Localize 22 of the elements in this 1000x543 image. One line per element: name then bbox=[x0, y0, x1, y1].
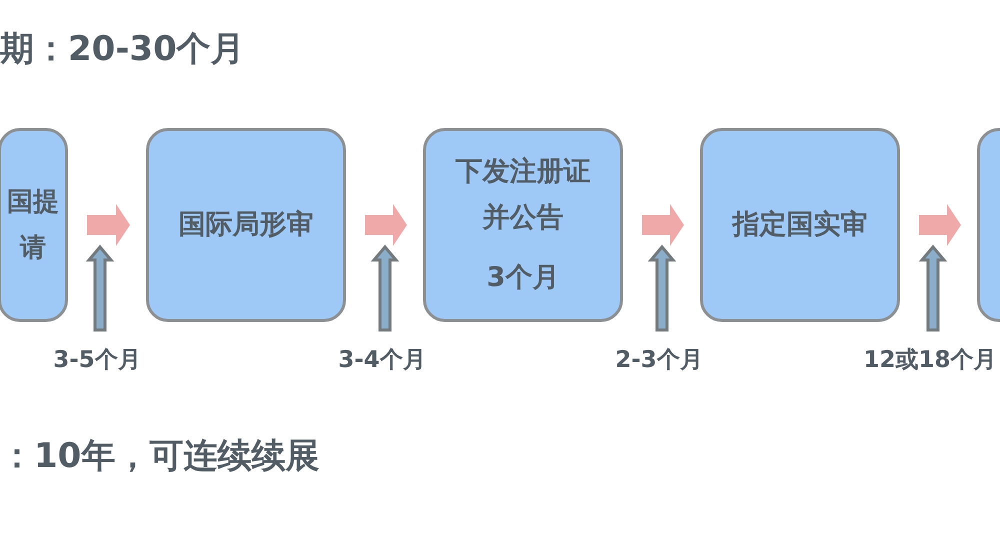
duration-label: 3-4个月 bbox=[338, 344, 426, 375]
duration-text: 3个月 bbox=[486, 261, 560, 295]
process-box bbox=[423, 128, 623, 322]
up-arrow bbox=[86, 244, 114, 332]
process-box bbox=[700, 128, 900, 322]
duration-label: 2-3个月 bbox=[615, 344, 703, 375]
duration-label: 3-5个月 bbox=[53, 344, 141, 375]
box-title: 国提请 bbox=[6, 186, 60, 265]
up-arrow bbox=[918, 244, 948, 332]
box-title: 指定国实审 bbox=[732, 208, 868, 242]
block-arrow bbox=[87, 204, 130, 246]
heading-text: ：10年，可连续续展 bbox=[0, 435, 320, 478]
up-arrow bbox=[370, 244, 400, 332]
up-arrow bbox=[648, 244, 676, 332]
duration-label: 12或18个月 bbox=[864, 344, 996, 375]
box-title: 国际局形审 bbox=[178, 208, 314, 242]
process-box bbox=[0, 128, 68, 322]
process-box bbox=[146, 128, 346, 322]
block-arrow bbox=[365, 204, 407, 246]
box-title: 下发注册证并公告 bbox=[454, 155, 592, 235]
block-arrow bbox=[919, 204, 961, 246]
block-arrow bbox=[642, 204, 684, 246]
